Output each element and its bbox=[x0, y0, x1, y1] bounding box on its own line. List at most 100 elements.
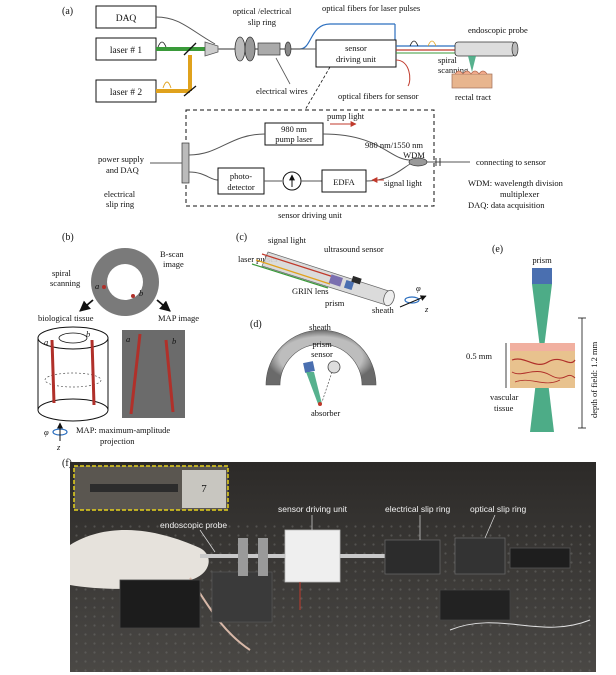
legend-wdm-2: multiplexer bbox=[500, 189, 539, 199]
tissue-surface-icon bbox=[454, 70, 488, 75]
sdu-box-small bbox=[315, 39, 397, 68]
electrical-wires-label: electrical wires bbox=[256, 86, 308, 96]
tissue-cylinder bbox=[37, 337, 109, 411]
cyl-label-a: a bbox=[44, 337, 48, 347]
pump-laser-label-2: pump laser bbox=[275, 134, 313, 144]
panel-a: (a) DAQ laser # 1 laser # 2 optical /ele… bbox=[62, 3, 564, 220]
vascular-label-1: vascular bbox=[490, 392, 518, 402]
elec-slip-label-1: electrical bbox=[104, 189, 136, 199]
slip-ring-label-2: slip ring bbox=[248, 17, 277, 27]
panel-e: (e) prism 0.5 mm depth of field: 1.2 mm … bbox=[466, 244, 599, 432]
d-sheath bbox=[265, 329, 377, 386]
map-def-1: MAP: maximum-amplitude bbox=[76, 425, 170, 435]
panel-c: (c) signal light ultrasound sensor laser… bbox=[236, 232, 429, 315]
vessel-dot-b bbox=[131, 294, 135, 298]
panel-e-label: (e) bbox=[492, 244, 503, 255]
slip-ring-disk bbox=[234, 36, 246, 62]
e-vessel bbox=[514, 379, 561, 384]
panel-a-label: (a) bbox=[62, 6, 73, 17]
stage-holder bbox=[211, 571, 273, 623]
pump-laser-label-1: 980 nm bbox=[281, 124, 307, 134]
vessel-a bbox=[50, 339, 56, 404]
map-label-a: a bbox=[126, 334, 130, 344]
c-sheath-label: sheath bbox=[372, 305, 394, 315]
map-label-b: b bbox=[172, 336, 176, 346]
photo-elec-slip-label: electrical slip ring bbox=[385, 504, 450, 514]
d-acoustic-path bbox=[321, 371, 333, 403]
c-laser-fiber-green bbox=[251, 263, 329, 289]
spiral-label-1: spiral bbox=[438, 55, 458, 65]
c-signal-light-label: signal light bbox=[268, 235, 307, 245]
daq-label: DAQ bbox=[116, 14, 137, 24]
detector-wire bbox=[188, 171, 219, 181]
rat-body bbox=[70, 530, 209, 589]
map-def-2: projection bbox=[100, 436, 135, 446]
photo-opt-slip-label: optical slip ring bbox=[470, 504, 526, 514]
c-prism-label: prism bbox=[325, 298, 345, 308]
pump-power-wire bbox=[188, 133, 266, 156]
wdm-icon bbox=[408, 157, 428, 167]
laser2-label: laser # 2 bbox=[110, 88, 142, 98]
c-signal-fiber bbox=[261, 253, 341, 280]
map-vessel-b bbox=[164, 339, 175, 413]
arrow-to-map bbox=[156, 299, 171, 312]
photo-sdu-label: sensor driving unit bbox=[278, 504, 348, 514]
e-vessel bbox=[511, 371, 576, 379]
mirror-icon bbox=[183, 85, 197, 97]
dim-05-label: 0.5 mm bbox=[466, 351, 492, 361]
pump-light-label: pump light bbox=[327, 111, 365, 121]
probe-beam-icon bbox=[468, 56, 476, 72]
ring-label-b: b bbox=[139, 288, 143, 298]
phi-label: φ bbox=[44, 427, 49, 437]
e-vessel bbox=[511, 358, 576, 365]
motor-photo bbox=[509, 547, 571, 569]
bscan-label-1: B-scan bbox=[160, 249, 184, 259]
spiral-b-label-2: scanning bbox=[50, 278, 81, 288]
slip-ring-body bbox=[257, 42, 281, 56]
spiral-b-label-1: spiral bbox=[52, 268, 72, 278]
d-sheath-label: sheath bbox=[309, 322, 331, 332]
map-vessel-a bbox=[129, 333, 142, 415]
laser1-label: laser # 1 bbox=[110, 46, 142, 56]
endoscopic-probe bbox=[454, 41, 516, 57]
sdu-label-2: driving unit bbox=[336, 54, 377, 64]
slip-ring-label-1: optical /electrical bbox=[233, 6, 292, 16]
zoom-line bbox=[304, 66, 331, 111]
pulse-icon bbox=[162, 81, 172, 89]
dof-label: depth of field: 1.2 mm bbox=[589, 341, 599, 418]
pulse-icon bbox=[409, 40, 419, 47]
fiber-laser-pulses bbox=[299, 23, 395, 50]
map-image-label: MAP image bbox=[158, 313, 199, 323]
panel-d-label: (d) bbox=[250, 319, 262, 330]
bio-tissue-label: biological tissue bbox=[38, 313, 94, 323]
pointer-line bbox=[484, 514, 496, 539]
power-label-2: and DAQ bbox=[106, 165, 139, 175]
rectal-label: rectal tract bbox=[455, 92, 492, 102]
probe-tip bbox=[511, 41, 519, 57]
pointer-line bbox=[199, 529, 216, 553]
absorber-dot bbox=[318, 402, 322, 406]
c-prism bbox=[343, 279, 355, 291]
d-prism-label: prism bbox=[312, 339, 332, 349]
wdm-label-1: 980 nm/1550 nm bbox=[365, 140, 423, 150]
fibers-pulses-label: optical fibers for laser pulses bbox=[322, 3, 420, 13]
sdu-label-1: sensor bbox=[345, 43, 367, 53]
legend-daq: DAQ: data acquisition bbox=[468, 200, 545, 210]
spiral-label-2: scanning bbox=[438, 65, 469, 75]
e-tissue-surface bbox=[510, 343, 575, 351]
z-label: z bbox=[56, 442, 61, 452]
slip-ring-disk bbox=[284, 41, 292, 57]
connecting-label: connecting to sensor bbox=[476, 157, 546, 167]
wire-pointer bbox=[275, 57, 291, 85]
signal-light-label: signal light bbox=[384, 178, 423, 188]
cable-photo bbox=[449, 619, 591, 631]
d-sensor-label: sensor bbox=[311, 349, 333, 359]
pulse-icon bbox=[157, 41, 167, 48]
vessel-b bbox=[90, 339, 96, 406]
inset-ruler bbox=[182, 470, 226, 508]
grin-lens bbox=[328, 274, 343, 287]
e-prism-label: prism bbox=[532, 255, 552, 265]
c-phi-label: φ bbox=[416, 283, 421, 293]
e-prism bbox=[532, 268, 552, 284]
legend-wdm-1: WDM: wavelength division bbox=[468, 178, 564, 188]
